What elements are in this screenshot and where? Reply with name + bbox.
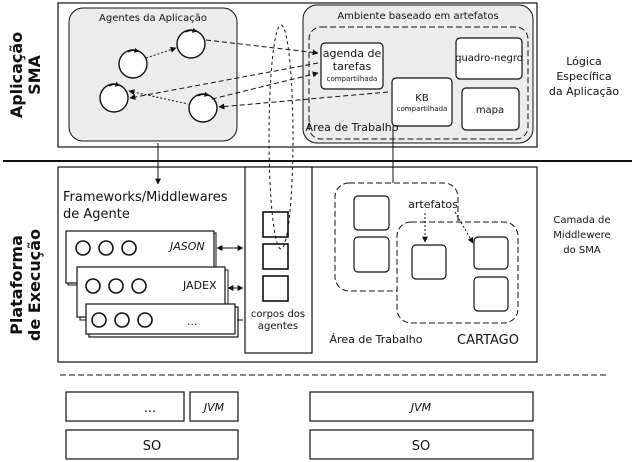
kb-artifact — [391, 77, 453, 127]
middleware-label-2: Middlewere — [553, 230, 610, 241]
agents-group — [68, 7, 238, 142]
base-jvm-right — [309, 391, 534, 422]
agent-circle — [176, 27, 206, 59]
layer-label-application: Aplicação — [7, 32, 26, 118]
base-so-left-label: SO — [143, 439, 161, 454]
agent-artifact-arrow — [205, 39, 319, 56]
middleware-label-3: do SMA — [563, 245, 601, 256]
map-label: mapa — [476, 105, 504, 116]
agenda-label-2: tarefas — [333, 60, 372, 73]
map-artifact — [461, 87, 520, 131]
artifacts-label: artefatos — [408, 198, 458, 211]
layer-label-execution: de Execução — [25, 229, 44, 341]
base-so-right-label: SO — [412, 439, 430, 454]
kb-label: KB — [415, 93, 429, 104]
environment-title: Ambiente baseado em artefatos — [337, 11, 498, 22]
jadex-label: JADEX — [182, 279, 217, 292]
agents-title: Agentes da Aplicação — [99, 13, 207, 24]
agent-link-arrow — [145, 46, 177, 59]
base-jvm-right-label: JVM — [409, 401, 432, 414]
jason-label: JASON — [168, 240, 205, 253]
workspace-dashed-outline — [308, 26, 529, 140]
base-left-runtime — [65, 391, 185, 422]
agent-circle — [118, 47, 148, 79]
bodies-agents-link-ellipse — [268, 24, 294, 250]
cartago-artifact — [473, 276, 509, 312]
app-logic-label-3: da Aplicação — [549, 85, 619, 98]
base-left-runtime-label: ... — [144, 401, 156, 416]
agent-bodies-label-1: corpos dos — [251, 309, 305, 320]
layer-label-sma: SMA — [25, 54, 44, 94]
base-jvm-small — [189, 391, 239, 422]
agent-body — [262, 275, 289, 302]
agent-circle — [188, 91, 218, 123]
base-so-right — [309, 429, 534, 460]
agent-circle — [99, 81, 129, 113]
middleware-label-1: Camada de — [553, 215, 610, 226]
agent-body — [262, 211, 289, 238]
frameworks-title-2: de Agente — [63, 207, 130, 222]
application-workspace-label: Área de Trabalho — [306, 121, 399, 134]
cartago-artifact — [473, 236, 509, 270]
layer-label-platform: Plataforma — [7, 235, 26, 335]
app-logic-label-2: Específica — [556, 70, 611, 83]
base-so-left — [65, 429, 239, 460]
app-logic-label-1: Lógica — [566, 55, 602, 68]
agent-artifact-arrow — [218, 91, 389, 110]
blackboard-label: quadro-negro — [455, 53, 523, 64]
cartago-artifact — [353, 195, 390, 231]
base-jvm-small-label: JVM — [202, 401, 225, 414]
agent-artifact-arrow — [211, 71, 319, 100]
kb-sublabel: compartilhada — [397, 105, 448, 113]
frameworks-title-1: Frameworks/Middlewares — [63, 190, 228, 205]
cartago-label: CARTAGO — [457, 333, 519, 348]
agenda-label-3: compartilhada — [327, 75, 378, 83]
cartago-artifact — [411, 244, 447, 280]
artifacts-pointer-arrow — [454, 211, 474, 244]
cartago-artifact — [353, 236, 390, 273]
agent-body — [262, 243, 289, 270]
more-frameworks-label: ... — [187, 315, 198, 328]
framework-card-more: ... — [85, 303, 239, 338]
agenda-label-1: agenda de — [323, 47, 382, 60]
blackboard-artifact — [455, 37, 523, 80]
platform-workspace-label: Área de Trabalho — [330, 333, 423, 346]
agenda-artifact — [320, 42, 384, 90]
agent-bodies-label-2: agentes — [258, 321, 298, 332]
